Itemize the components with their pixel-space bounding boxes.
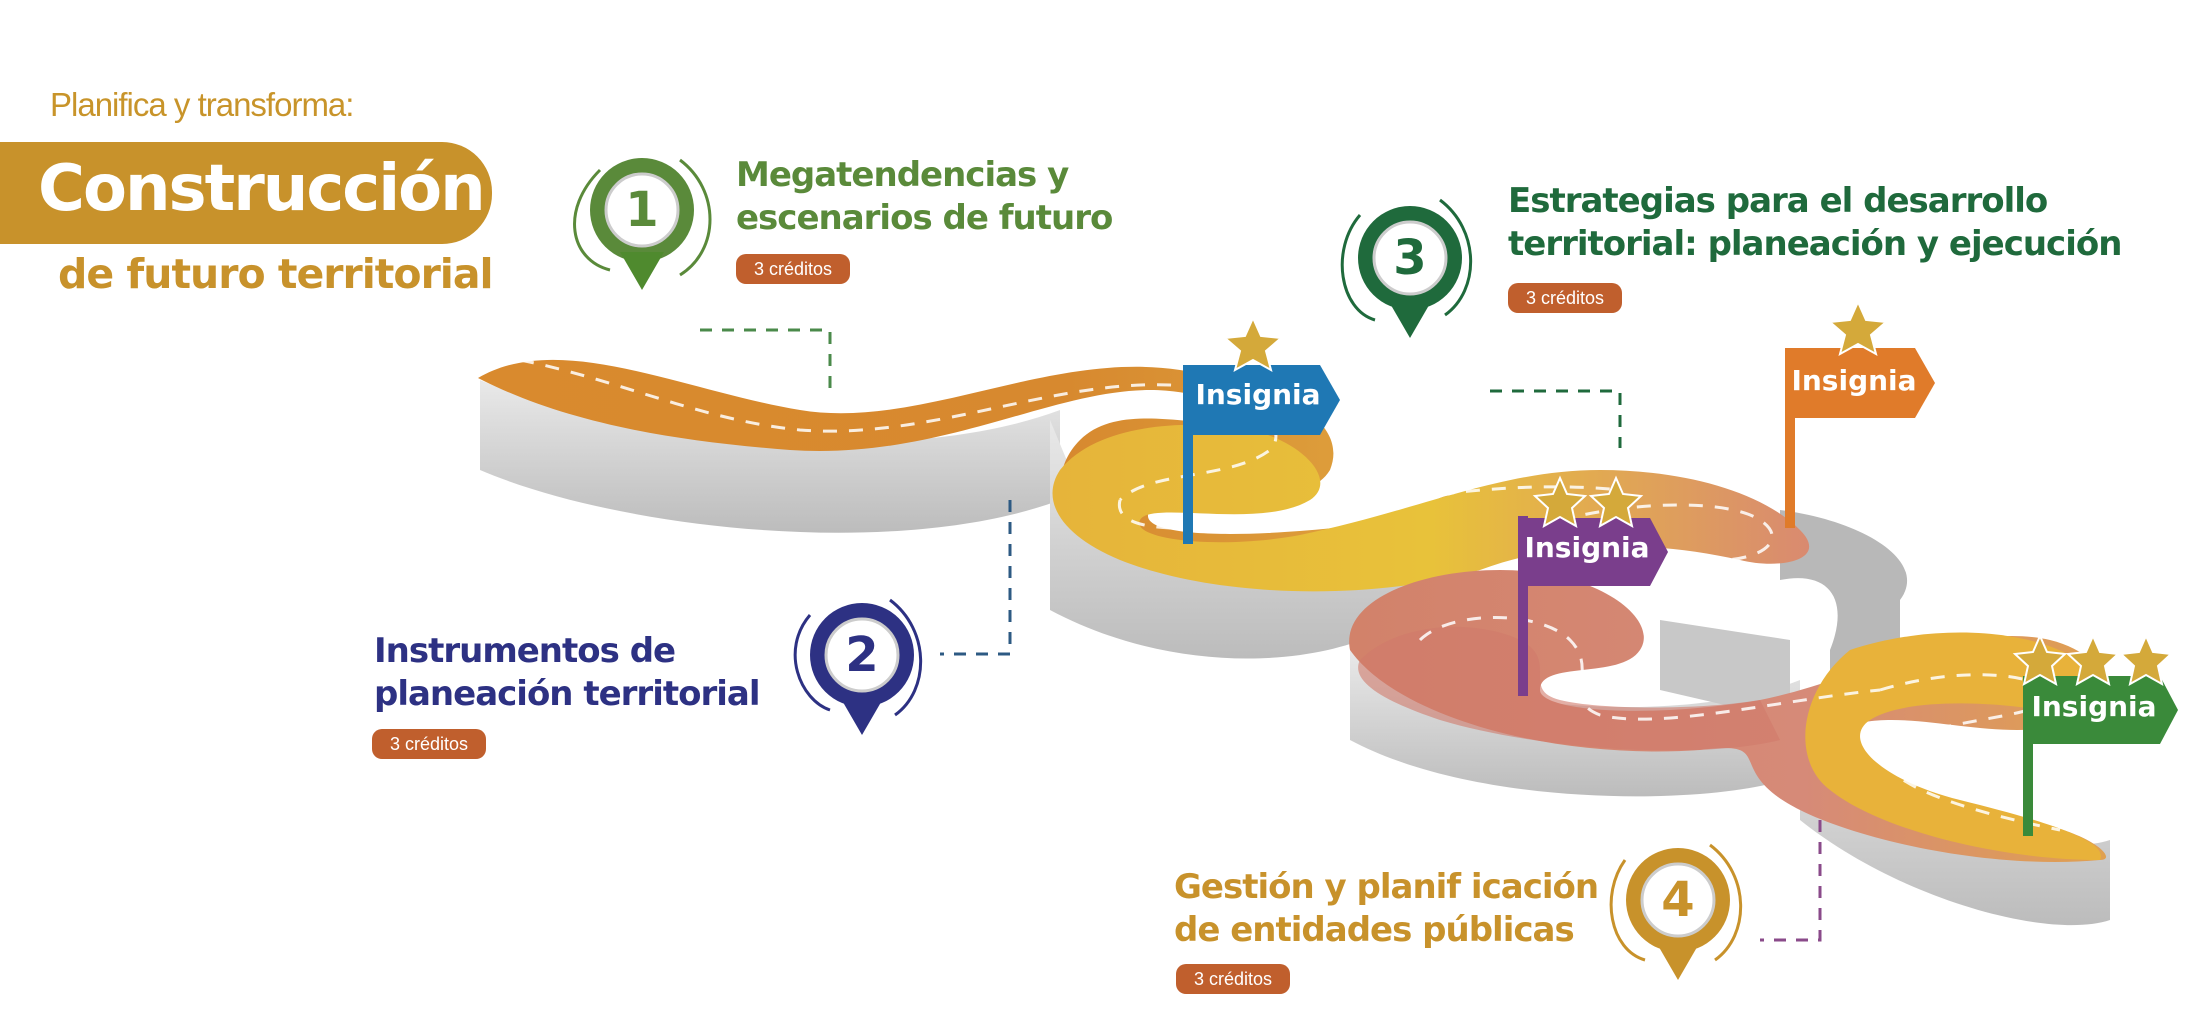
pin-number-2: 2 bbox=[845, 627, 879, 683]
title-banner bbox=[0, 142, 492, 244]
connector-lines bbox=[700, 328, 1822, 942]
module-2-title-line2: planeación territorial bbox=[374, 674, 760, 714]
star-icon bbox=[2012, 633, 2068, 686]
module-1-title-line2: escenarios de futuro bbox=[736, 198, 1113, 238]
road-center-lines bbox=[519, 358, 2061, 832]
flag-3 bbox=[1785, 299, 1935, 528]
module-3-credits: 3 créditos bbox=[1508, 283, 1623, 313]
pin-number-1: 1 bbox=[625, 182, 659, 238]
badge-label-2: Insignia bbox=[1524, 531, 1650, 564]
badge-label-4: Insignia bbox=[2031, 690, 2157, 723]
module-2-credits: 3 créditos bbox=[372, 729, 487, 759]
module-3-title-line1: Estrategias para el desarrollo bbox=[1508, 181, 2048, 221]
star-icon bbox=[1827, 299, 1889, 357]
flag-4 bbox=[2012, 633, 2178, 836]
star-icon bbox=[2065, 633, 2121, 686]
page-subtitle: de futuro territorial bbox=[58, 250, 494, 298]
module-1-title-line1: Megatendencias y bbox=[736, 155, 1069, 195]
module-1-credits: 3 créditos bbox=[736, 254, 851, 284]
module-3-title: Estrategias para el desarrollo territori… bbox=[1508, 180, 2122, 266]
pretitle: Planifica y transforma: bbox=[50, 86, 354, 123]
module-4-title: Gestión y planif icación de entidades pú… bbox=[1174, 866, 1599, 952]
badge-label-3: Insignia bbox=[1791, 364, 1917, 397]
module-4-title-line2: de entidades públicas bbox=[1174, 910, 1575, 950]
module-4-credits: 3 créditos bbox=[1176, 964, 1291, 994]
module-4-title-line1: Gestión y planif icación bbox=[1174, 867, 1599, 907]
pin-icon-4 bbox=[1609, 843, 1743, 980]
star-icon bbox=[1222, 315, 1284, 373]
module-2-title: Instrumentos de planeación territorial bbox=[374, 630, 760, 716]
pin-icon-2 bbox=[793, 598, 923, 735]
flag-1 bbox=[1183, 315, 1340, 544]
star-icon bbox=[1532, 475, 1588, 528]
pin-icon-3 bbox=[1340, 198, 1473, 338]
star-icon bbox=[1588, 475, 1644, 528]
module-3-title-line2: territorial: planeación y ejecución bbox=[1508, 224, 2122, 264]
page-title: Construcción bbox=[38, 152, 486, 226]
module-1-title: Megatendencias y escenarios de futuro bbox=[736, 154, 1113, 240]
pin-number-3: 3 bbox=[1393, 230, 1427, 286]
badge-label-1: Insignia bbox=[1195, 378, 1321, 411]
flag-2 bbox=[1518, 475, 1668, 696]
pin-icon-1 bbox=[573, 158, 712, 290]
pin-number-4: 4 bbox=[1661, 872, 1695, 928]
module-2-title-line1: Instrumentos de bbox=[374, 631, 676, 671]
star-icon bbox=[2118, 633, 2174, 686]
